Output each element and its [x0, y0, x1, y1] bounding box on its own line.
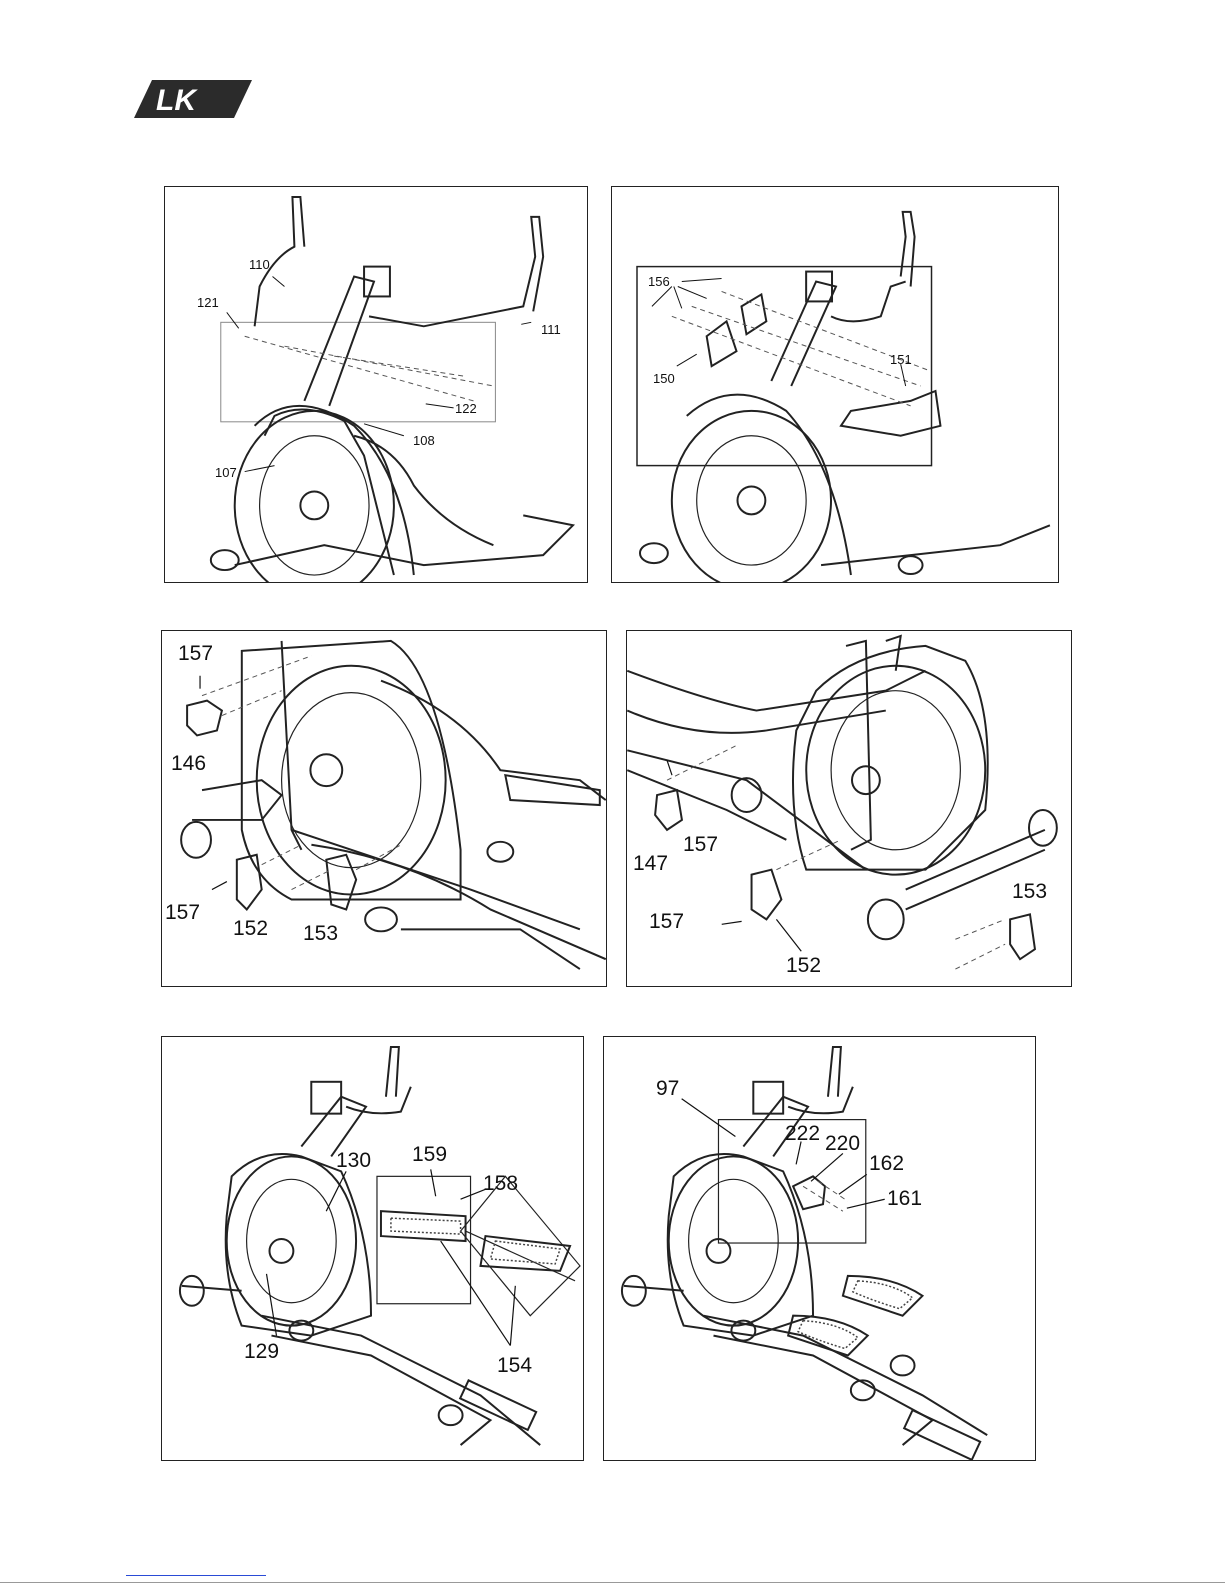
callout-label: 122 — [455, 402, 477, 415]
assembly-panel-handlebars: 110 121 111 122 108 107 — [164, 186, 588, 583]
callout-label: 108 — [413, 434, 435, 447]
right-cover-illustration — [627, 631, 1071, 986]
callout-label: 162 — [869, 1153, 904, 1174]
callout-label: 97 — [656, 1078, 679, 1099]
page-bottom-rule — [0, 1582, 1225, 1583]
assembly-panel-right-covers: 147 157 157 152 153 — [626, 630, 1072, 987]
assembly-panel-pedals: 130 159 158 129 154 — [161, 1036, 584, 1461]
callout-label: 147 — [633, 853, 668, 874]
callout-label: 159 — [412, 1144, 447, 1165]
callout-label: 146 — [171, 753, 206, 774]
brand-logo-text: LK — [156, 84, 198, 117]
callout-label: 161 — [887, 1188, 922, 1209]
console-mount-illustration — [604, 1037, 1035, 1460]
callout-label: 111 — [541, 323, 561, 336]
handlebar-assembly-illustration — [165, 187, 587, 582]
callout-label: 153 — [1012, 881, 1047, 902]
callout-label: 152 — [233, 918, 268, 939]
callout-label: 151 — [890, 353, 912, 366]
callout-label: 157 — [649, 911, 684, 932]
callout-label: 107 — [215, 466, 237, 479]
callout-label: 130 — [336, 1150, 371, 1171]
callout-label: 129 — [244, 1341, 279, 1362]
callout-label: 157 — [165, 902, 200, 923]
callout-label: 222 — [785, 1123, 820, 1144]
callout-label: 150 — [653, 372, 675, 385]
callout-label: 154 — [497, 1355, 532, 1376]
callout-label: 121 — [197, 296, 219, 309]
callout-label: 157 — [683, 834, 718, 855]
assembly-panel-handlebar-covers: 156 150 151 — [611, 186, 1059, 583]
callout-label: 153 — [303, 923, 338, 944]
footer-link-underline — [126, 1575, 266, 1576]
callout-label: 110 — [249, 258, 270, 271]
callout-label: 152 — [786, 955, 821, 976]
callout-label: 156 — [648, 275, 670, 288]
left-cover-illustration — [162, 631, 606, 986]
callout-label: 158 — [483, 1173, 518, 1194]
pedal-assembly-illustration — [162, 1037, 583, 1460]
callout-label: 157 — [178, 643, 213, 664]
brand-logo: LK — [134, 80, 252, 118]
assembly-panel-left-covers: 157 146 157 152 153 — [161, 630, 607, 987]
assembly-panel-console-mount: 97 222 220 162 161 — [603, 1036, 1036, 1461]
callout-label: 220 — [825, 1133, 860, 1154]
handlebar-cover-illustration — [612, 187, 1058, 582]
